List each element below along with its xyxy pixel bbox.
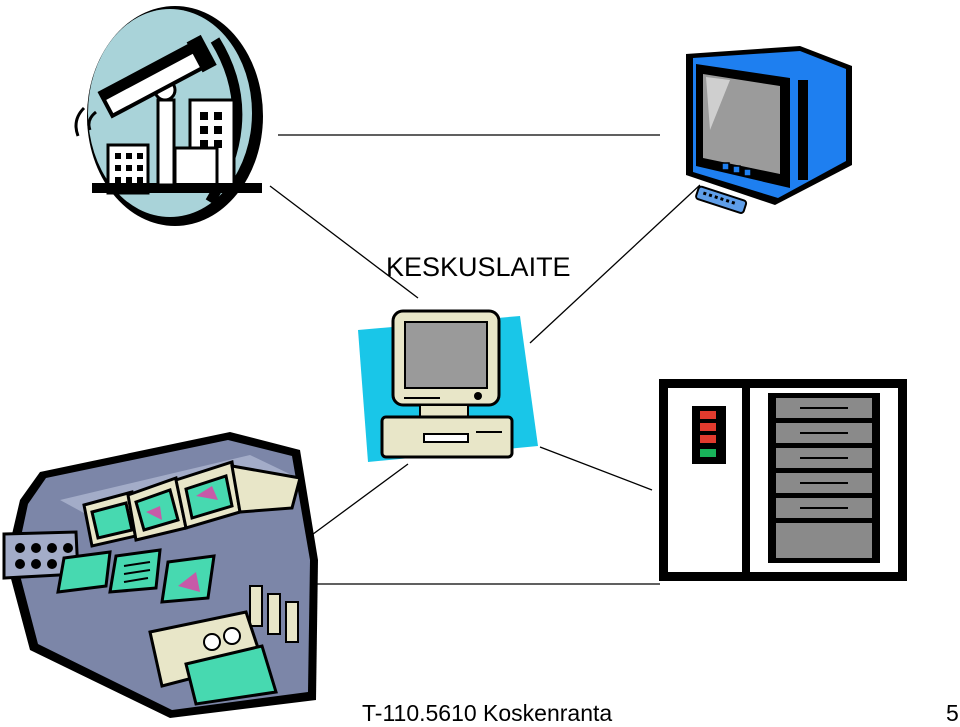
page-number: 5 (946, 700, 959, 726)
tv-monitor-icon (686, 46, 852, 214)
desktop-computer-icon (358, 309, 538, 462)
line-computer-to-console (304, 463, 409, 541)
footer-course-author: T-110.5610 Koskenranta (362, 700, 613, 726)
server-rack-icon (659, 379, 907, 581)
control-console-icon (2, 432, 318, 718)
line-computer-to-server (539, 446, 653, 491)
line-tv-to-computer (529, 184, 701, 344)
line-camera-to-computer (269, 185, 419, 299)
connection-lines (269, 134, 701, 585)
central-device-label: KESKUSLAITE (386, 252, 571, 282)
surveillance-camera-icon (74, 6, 263, 226)
